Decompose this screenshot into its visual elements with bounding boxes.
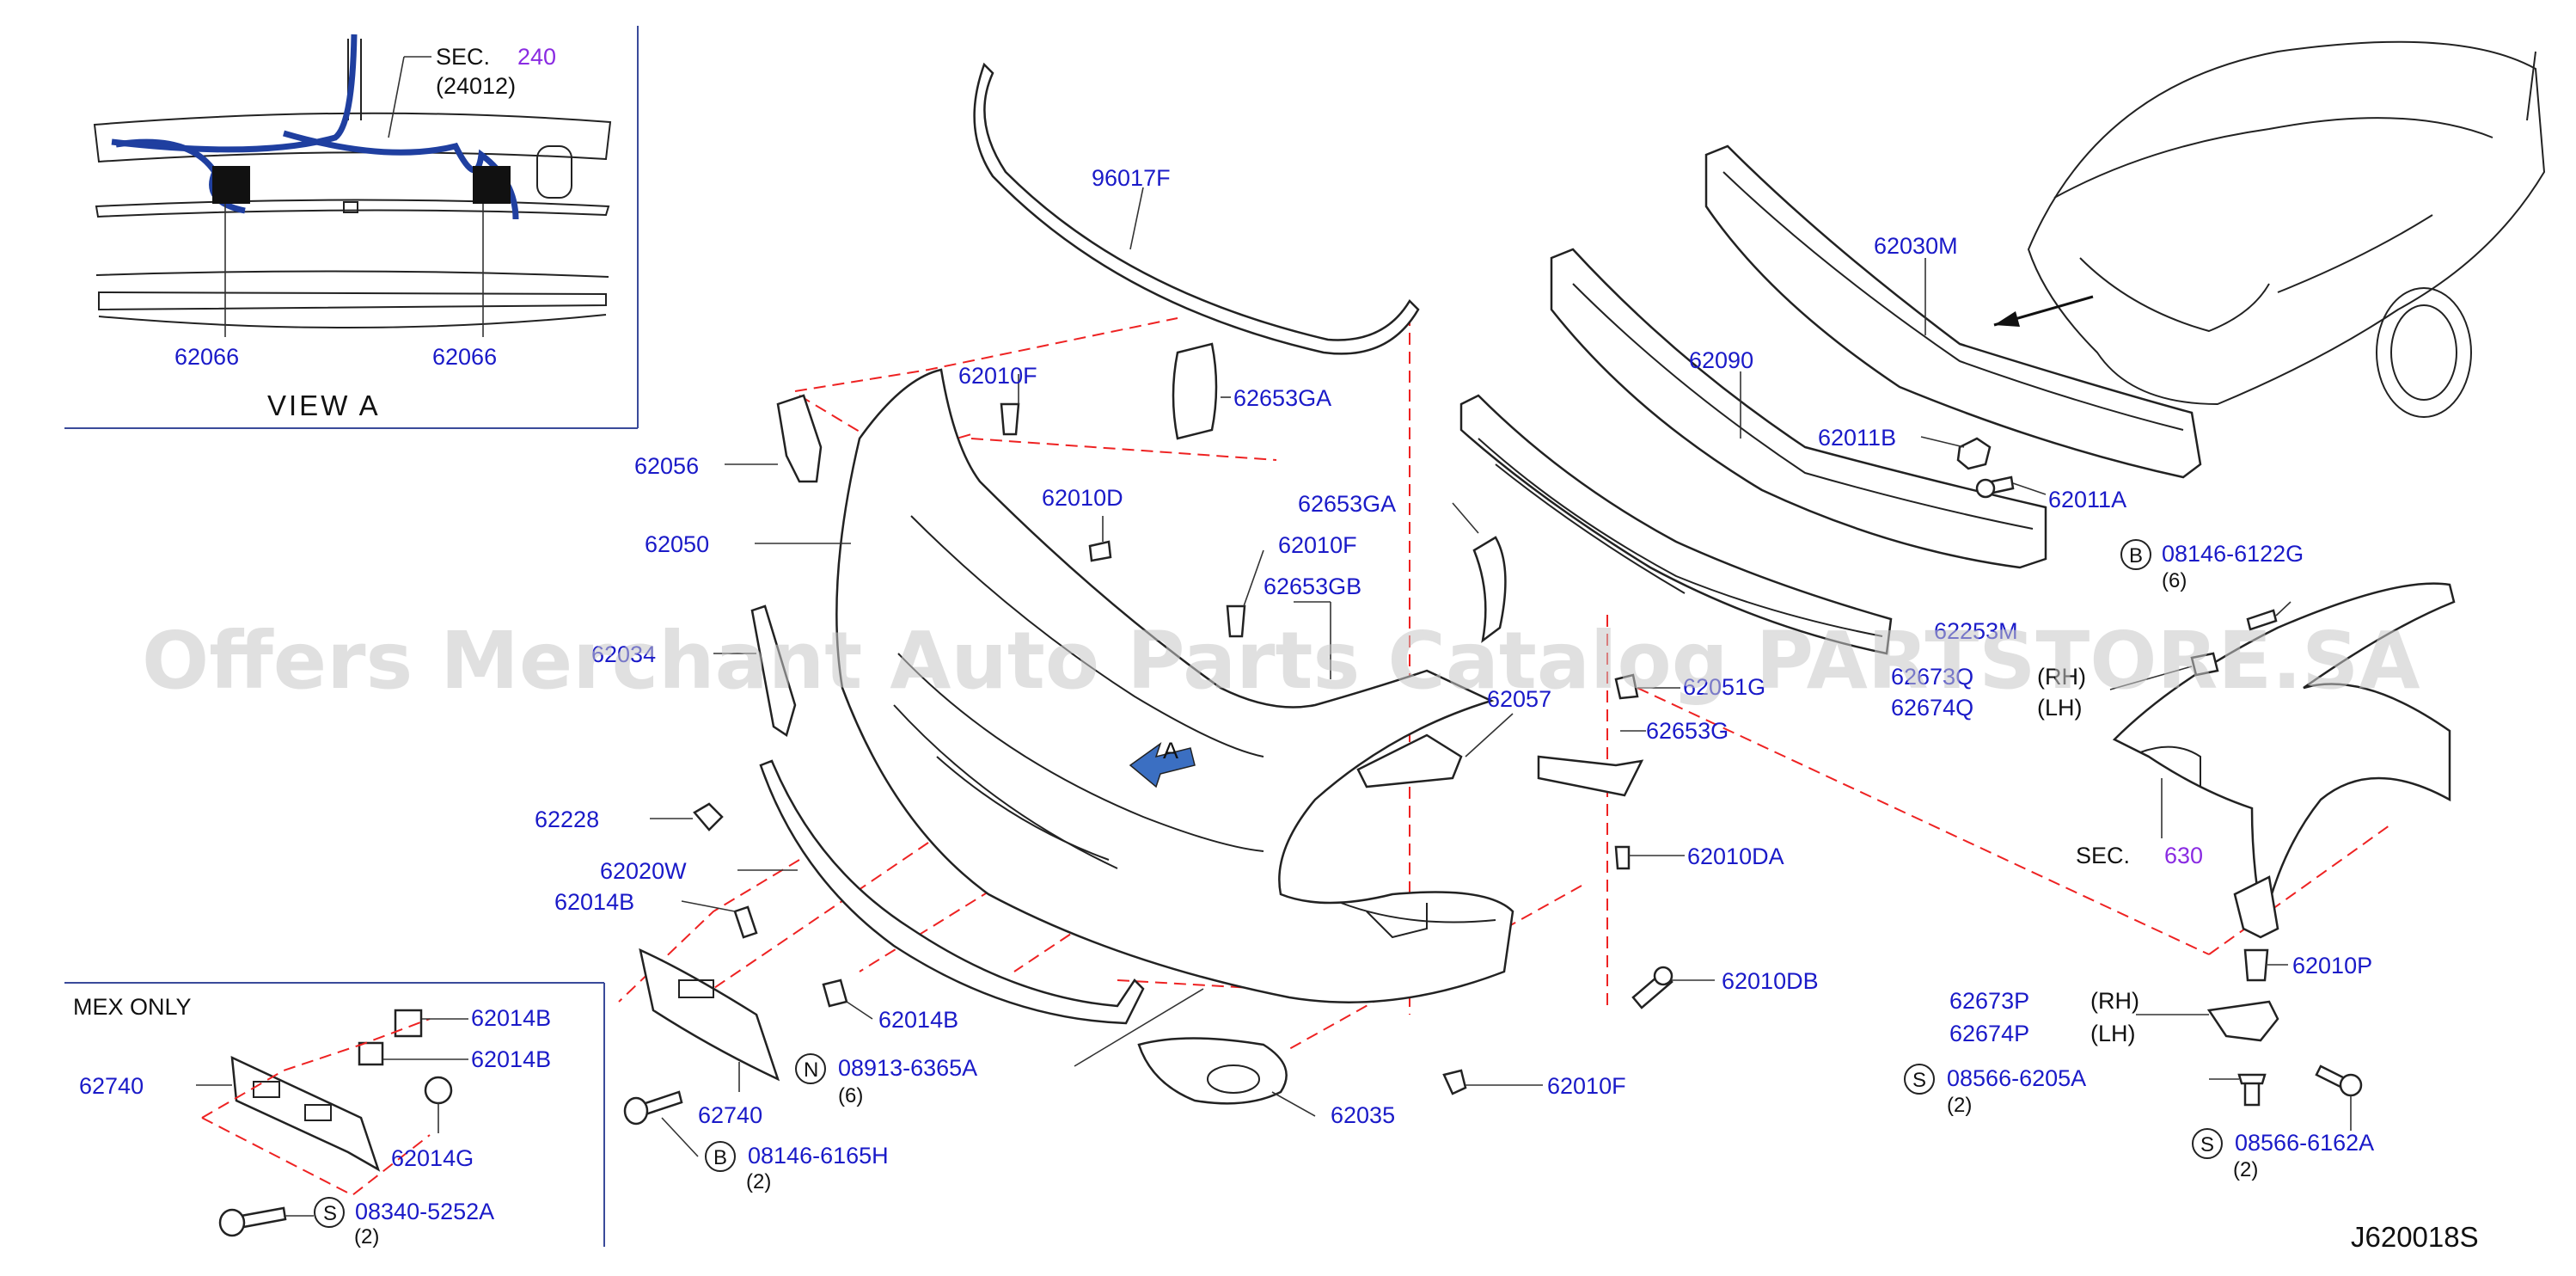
view-a-arrow-label: A [1163, 738, 1178, 764]
label-62014B-left: 62014B [554, 889, 634, 915]
main-assembly: 96017F 62050 62056 62034 62228 62020W 62… [535, 62, 2390, 1193]
label-lh-q: (LH) [2037, 695, 2083, 721]
label-lh-p: (LH) [2090, 1021, 2136, 1046]
label-62030M: 62030M [1874, 233, 1958, 259]
fastener-b1-letter: B [2129, 544, 2143, 567]
fastener-s1-part: 08340-5252A [355, 1199, 494, 1224]
label-62010F-bottom: 62010F [1547, 1073, 1626, 1099]
fastener-s1-letter: S [323, 1202, 337, 1225]
label-62011B: 62011B [1818, 425, 1896, 451]
label-62035: 62035 [1331, 1102, 1395, 1128]
label-96017F: 96017F [1092, 165, 1171, 191]
upper-right-group: 62030M 62090 62011B 62011A B 08146-6122G… [1459, 40, 2546, 1181]
label-62253M: 62253M [1934, 618, 2018, 644]
label-62653GA-upper: 62653GA [1233, 385, 1331, 411]
fastener-n1-part: 08913-6365A [838, 1055, 977, 1081]
label-62674Q: 62674Q [1891, 695, 1973, 721]
fastener-b1-part: 08146-6122G [2162, 541, 2304, 567]
fastener-b1-qty: (6) [2162, 569, 2187, 592]
label-62011A: 62011A [2048, 487, 2126, 512]
label-62673P: 62673P [1949, 988, 2029, 1014]
fastener-n1-qty: (6) [838, 1084, 863, 1107]
label-62010F-top: 62010F [958, 363, 1037, 389]
label-62010F-mid: 62010F [1278, 532, 1357, 558]
watermark-text: Offers Merchant Auto Parts Catalog PARTS… [142, 615, 2420, 707]
label-62010DA: 62010DA [1687, 844, 1784, 869]
view-a-sec-label: SEC. [436, 44, 490, 70]
label-62010DB: 62010DB [1722, 968, 1819, 994]
label-62673Q: 62673Q [1891, 664, 1973, 690]
fastener-s3-part: 08566-6162A [2235, 1130, 2374, 1156]
diagram-code: J620018S [2351, 1221, 2479, 1253]
label-62090: 62090 [1689, 347, 1753, 373]
label-rh-p: (RH) [2090, 988, 2139, 1014]
label-62010P: 62010P [2292, 953, 2372, 978]
fastener-s2-part: 08566-6205A [1947, 1065, 2086, 1091]
view-a-part-left: 62066 [174, 344, 239, 370]
fastener-b2-qty: (2) [746, 1170, 771, 1193]
view-a-sec-sub: (24012) [436, 73, 516, 99]
label-62014B-mex-2: 62014B [471, 1046, 551, 1072]
label-62010D: 62010D [1042, 485, 1123, 511]
fastener-b2-part: 08146-6165H [748, 1143, 889, 1169]
label-62228: 62228 [535, 807, 599, 832]
label-62057: 62057 [1487, 686, 1551, 712]
label-62014B-lower: 62014B [878, 1007, 958, 1033]
sec630-label: SEC. [2076, 843, 2130, 868]
fastener-b2-letter: B [713, 1146, 727, 1169]
fastener-s3-letter: S [2200, 1133, 2214, 1156]
sec630-number: 630 [2164, 843, 2203, 868]
mex-only-inset: MEX ONLY 62740 62014B 62014B 62014G S 08… [64, 982, 605, 1248]
label-62674P: 62674P [1949, 1021, 2029, 1046]
label-62020W: 62020W [600, 858, 687, 884]
view-a-inset: SEC. 240 (24012) 62066 62066 VIEW A [64, 26, 639, 429]
fastener-n1-letter: N [804, 1058, 818, 1082]
view-a-sec-number: 240 [517, 44, 556, 70]
view-a-part-right: 62066 [432, 344, 497, 370]
label-62653GA-right: 62653GA [1298, 491, 1396, 517]
label-62051G: 62051G [1683, 674, 1765, 700]
label-62050: 62050 [645, 531, 709, 557]
label-62653G: 62653G [1646, 718, 1729, 744]
fastener-s2-qty: (2) [1947, 1094, 1972, 1117]
label-62740-mex: 62740 [79, 1073, 144, 1099]
fastener-s3-qty: (2) [2233, 1158, 2258, 1181]
label-62653GB: 62653GB [1264, 574, 1361, 599]
label-62056: 62056 [634, 453, 699, 479]
label-rh-q: (RH) [2037, 664, 2086, 690]
label-62014B-mex-1: 62014B [471, 1005, 551, 1031]
label-62740-main: 62740 [698, 1102, 762, 1128]
mex-only-label: MEX ONLY [73, 994, 192, 1020]
label-62034: 62034 [591, 641, 656, 667]
fastener-s1-qty: (2) [354, 1225, 379, 1248]
view-a-title: VIEW A [267, 390, 381, 421]
label-62014G: 62014G [391, 1145, 474, 1171]
fastener-s2-letter: S [1912, 1069, 1926, 1092]
